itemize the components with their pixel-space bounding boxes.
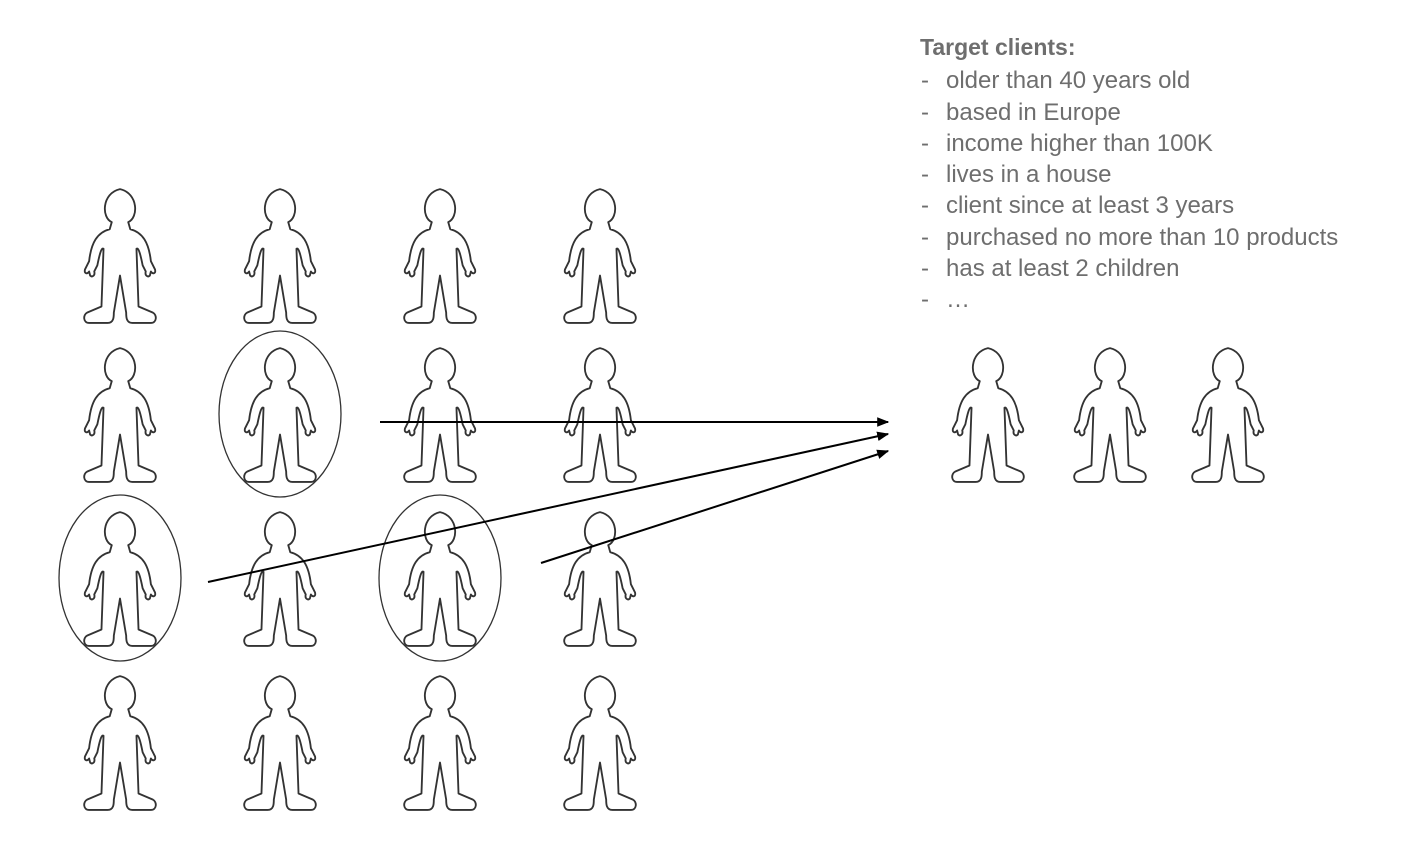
criteria-item: … [920, 284, 1338, 316]
person-outline-icon [1073, 347, 1147, 483]
person-outline-icon [951, 347, 1025, 483]
selection-arrow [540, 449, 890, 564]
selection-circle [58, 494, 182, 662]
criteria-title: Target clients: [920, 34, 1076, 60]
selection-circle [218, 330, 342, 498]
person-outline-icon [83, 188, 157, 324]
person-outline-icon [83, 511, 157, 647]
selected-client-circles [58, 330, 502, 662]
criteria-item: older than 40 years old [920, 65, 1338, 97]
person-outline-icon [83, 347, 157, 483]
selection-arrow [207, 431, 890, 583]
criteria-item: purchased no more than 10 products [920, 222, 1338, 254]
person-outline-icon [563, 675, 637, 811]
criteria-list: older than 40 years oldbased in Europein… [920, 65, 1338, 316]
criteria-item: has at least 2 children [920, 253, 1338, 285]
target-criteria: Target clients: older than 40 years oldb… [920, 32, 1338, 316]
person-outline-icon [563, 188, 637, 324]
person-outline-icon [243, 347, 317, 483]
selection-circle [378, 494, 502, 662]
person-outline-icon [243, 511, 317, 647]
person-outline-icon [403, 188, 477, 324]
selection-arrows [207, 417, 890, 583]
criteria-item: lives in a house [920, 159, 1338, 191]
person-outline-icon [1191, 347, 1265, 483]
person-outline-icon [563, 347, 637, 483]
criteria-item: income higher than 100K [920, 128, 1338, 160]
person-outline-icon [243, 675, 317, 811]
person-outline-icon [403, 347, 477, 483]
target-client-group [951, 347, 1265, 483]
client-population [83, 188, 637, 811]
criteria-item: based in Europe [920, 97, 1338, 129]
person-outline-icon [563, 511, 637, 647]
person-outline-icon [403, 675, 477, 811]
person-outline-icon [83, 675, 157, 811]
person-outline-icon [243, 188, 317, 324]
criteria-item: client since at least 3 years [920, 190, 1338, 222]
